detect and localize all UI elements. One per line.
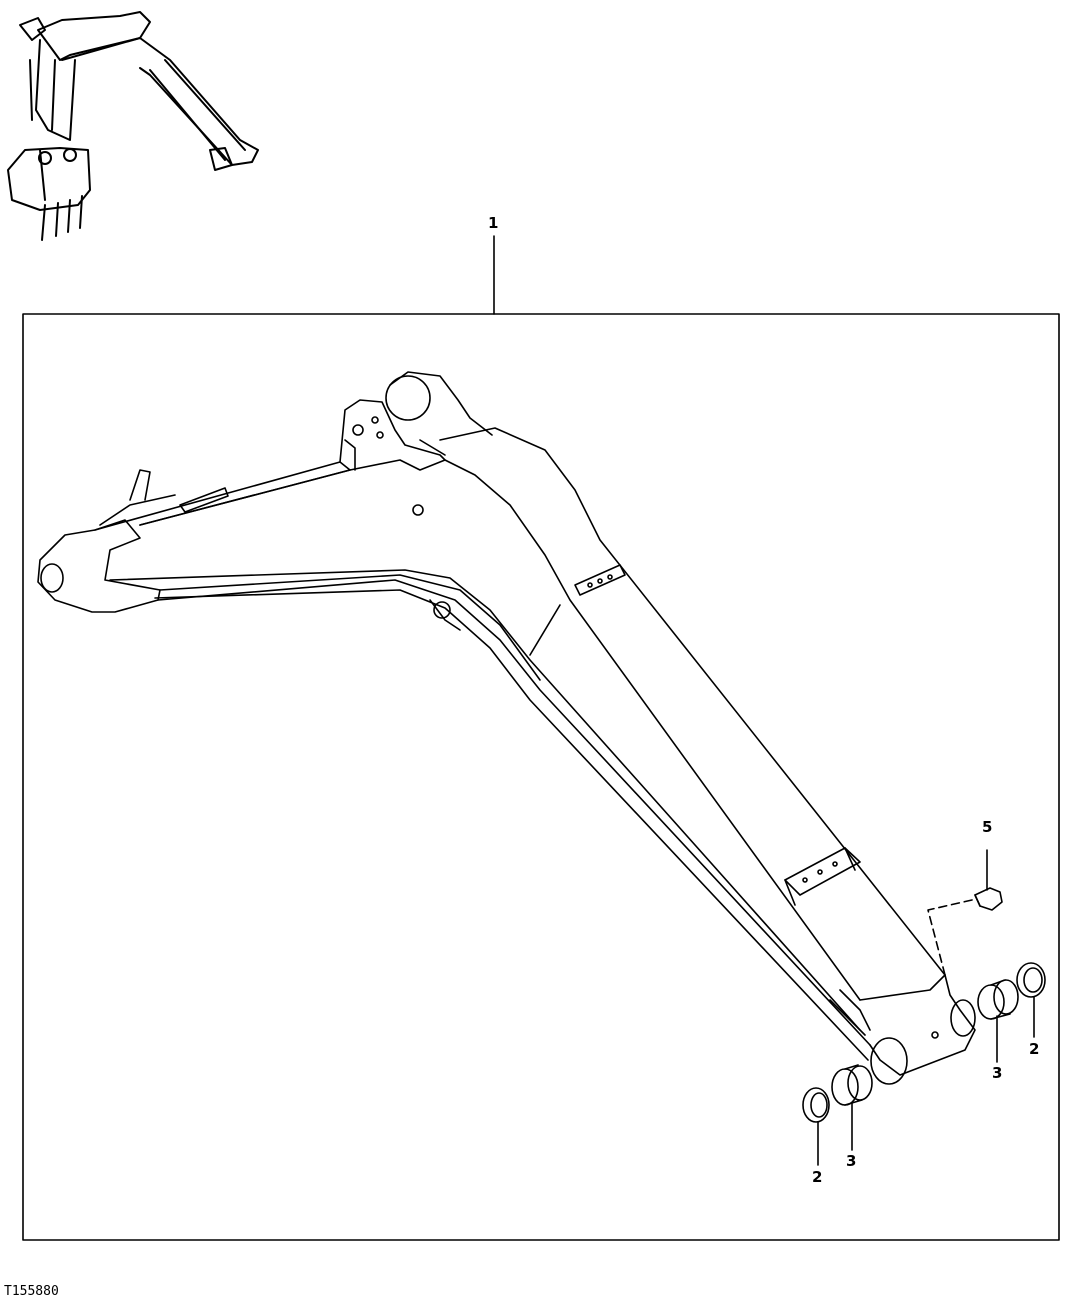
callout-3-upper: 3 [992,1064,1003,1082]
lower-bushing [831,1064,873,1151]
grease-fitting [974,849,1003,911]
diagram-frame [22,313,1060,1241]
callout-5: 5 [982,818,993,836]
callout-2-upper: 2 [1029,1040,1040,1058]
boom-assembly [37,371,976,1085]
upper-bushing [977,979,1019,1063]
callout-1: 1 [488,214,499,232]
callout-3-lower: 3 [846,1152,857,1170]
fitting-leader-line [927,899,973,976]
figure-id: T155880 [4,1284,59,1299]
callout-2-lower: 2 [812,1168,823,1186]
machine-thumbnail [7,11,259,241]
lower-seal [802,1087,830,1166]
upper-seal [1016,962,1046,1038]
